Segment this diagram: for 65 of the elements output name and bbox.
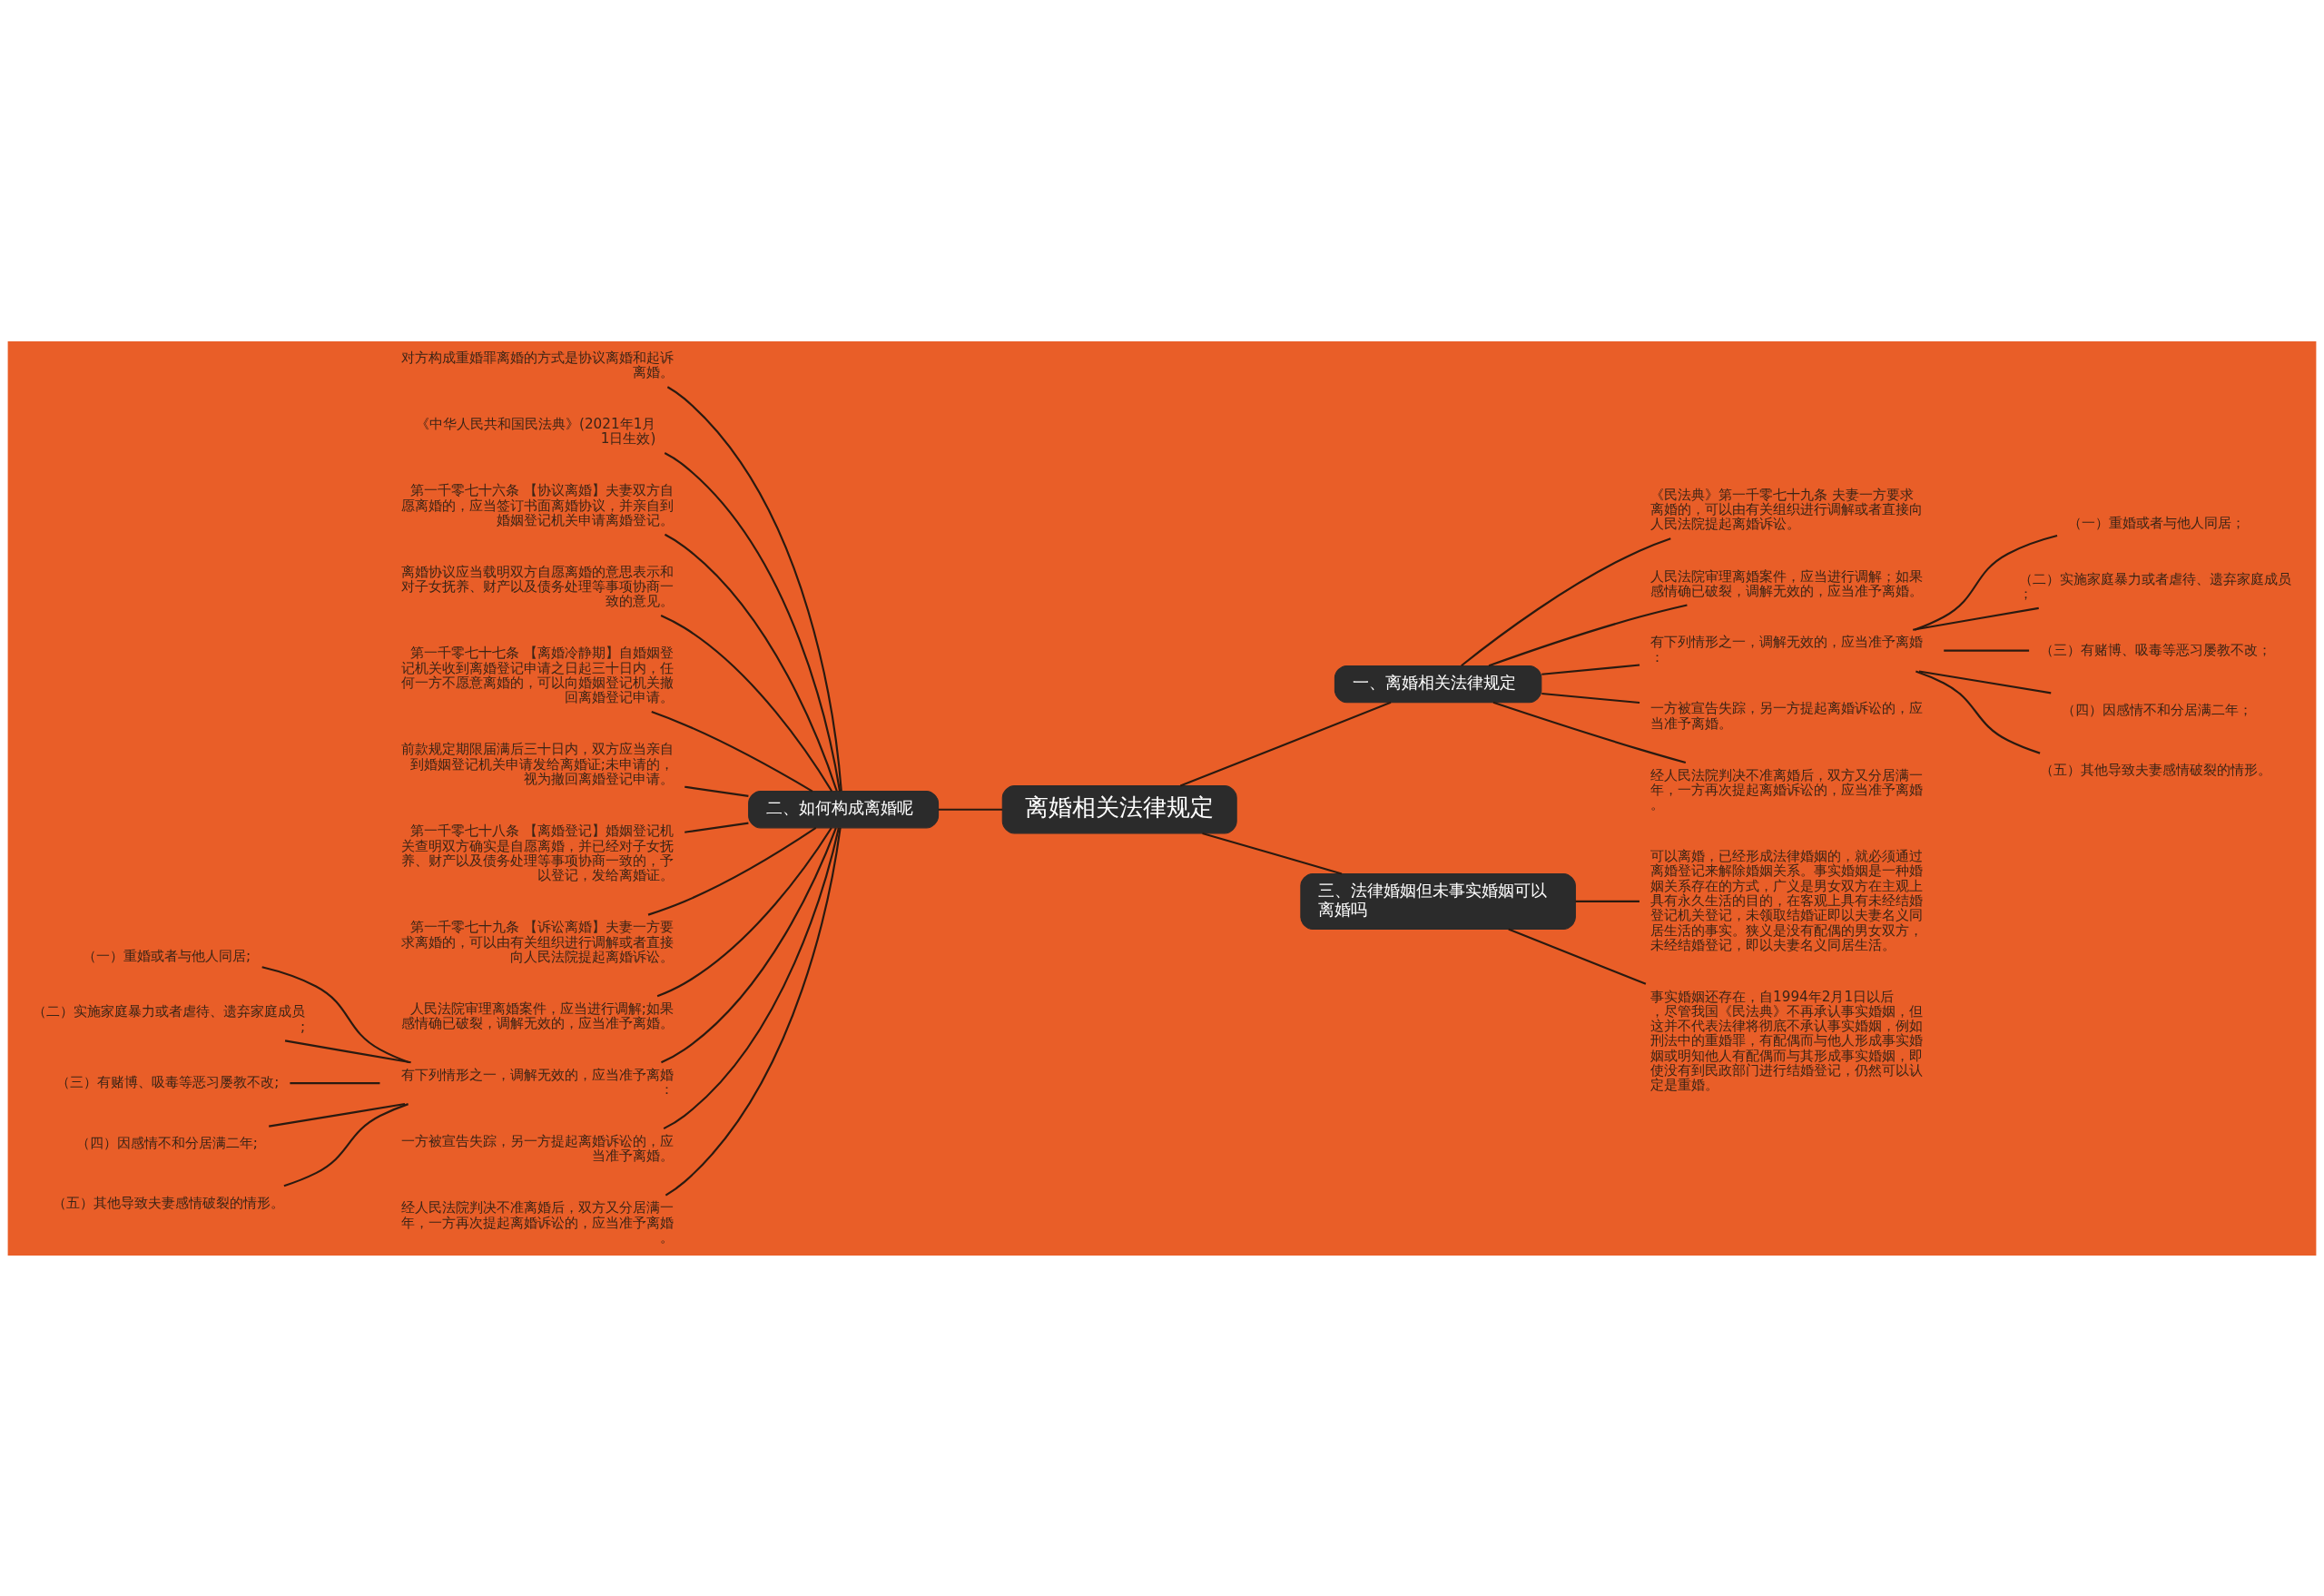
node-text: 人民法院审理离婚案件，应当进行调解；如果感情确已破裂，调解无效的，应当准予离婚。 [1650,567,1924,599]
connector [647,826,817,916]
connector [283,1102,409,1187]
node-box: 二、如何构成离婚呢 [748,790,940,828]
node-text: （三）有赌博、吸毒等恶习屡教不改； [2040,641,2272,658]
connector [290,1081,380,1084]
connector [660,614,833,792]
node-text: （一）重婚或者与他人同居; [83,947,251,964]
node-text: （五）其他导致夫妻感情破裂的情形。 [2040,761,2272,778]
connector [666,385,842,791]
connector [661,827,837,1063]
connector [1918,669,2052,694]
node-text: 可以离婚，已经形成法律婚姻的，就必须通过离婚登记来解除婚姻关系。事实婚姻是一种婚姻关系存在的方式，广义是男女双方在主观上具有永久生活的目的，在客观上具有未经结婚登记机关登记，未领取结婚证即以夫妻名义同居生活的事实。狭义是没有配偶的男女双方，未经结婚登记，即以夫妻名义同居生活。 [1650,847,1924,953]
node-text: （四）因感情不和分居满二年; [75,1134,258,1151]
connector [1541,663,1640,675]
connector [261,965,410,1063]
connector [1202,832,1343,874]
node-text: 离婚协议应当载明双方自愿离婚的意思表示和对子女抚养、财产以及债务处理等事项协商一致的意见。 [400,563,674,609]
connector [656,826,832,997]
node-text: 《民法典》第一千零七十九条 夫妻一方要求离婚的，可以由有关组织进行调解或者直接向人民法院提起离婚诉讼。 [1650,486,1924,532]
connector [1179,701,1392,787]
node-text: 前款规定期限届满后三十日内，双方应当亲自到婚姻登记机关申请发给离婚证;未申请的，视为撤回离婚登记申请。 [400,740,674,787]
connector [663,827,840,1129]
node-text: 一方被宣告失踪，另一方提起离婚诉讼的，应当准予离婚。 [1650,699,1924,732]
node-text: （五）其他导致夫妻感情破裂的情形。 [52,1194,284,1211]
node-text: 《中华人民共和国民法典》(2021年1月1日生效) [416,415,656,447]
node-text: 第一千零七十七条 【离婚冷静期】自婚姻登记机关收到离婚登记申请之日起三十日内，任何一方不愿意离婚的，可以向婚姻登记机关撤回离婚登记申请。 [400,644,674,705]
connector [1913,606,2039,631]
connector [684,785,749,797]
node-text: 有下列情形之一，调解无效的，应当准予离婚： [400,1066,674,1098]
node-text: 对方构成重婚罪离婚的方式是协议离婚和起诉离婚。 [400,349,674,380]
connector [665,827,842,1197]
node-text: 经人民法院判决不准离婚后，双方又分居满一年，一方再次提起离婚诉讼的，应当准予离婚。 [400,1198,674,1246]
node-text: （二）实施家庭暴力或者虐待、遗弃家庭成员; [33,1002,306,1035]
node-text: 有下列情形之一，调解无效的，应当准予离婚： [1650,633,1924,665]
connector [269,1102,406,1128]
connector [1461,537,1671,666]
connector [664,533,838,792]
node-text: 一方被宣告失踪，另一方提起离婚诉讼的，应当准予离婚。 [400,1132,674,1164]
connector [1492,701,1687,764]
node-text: （四）因感情不和分居满二年； [2061,701,2252,718]
connector [938,808,1003,811]
connector [1541,692,1640,704]
node-text: 经人民法院判决不准离婚后，双方又分居满一年，一方再次提起离婚诉讼的，应当准予离婚。 [1650,766,1924,813]
node-text: （三）有赌博、吸毒等恶习屡教不改; [56,1073,280,1090]
connector [664,451,842,792]
node-box: 一、离婚相关法律规定 [1334,665,1542,703]
node-text: 事实婚姻还存在，自1994年2月1日以后，尽管我国《民法典》不再承认事实婚姻，但这并不代表法律将彻底不承认事实婚姻，例如刑法中的重婚罪，有配偶而与他人形成事实婚姻或明知他人有配偶而与其形成事实婚姻，即使没有到民政部门进行结婚登记，仍然可以认定是重婚。 [1650,988,1924,1093]
node-text: 第一千零七十六条 【协议离婚】夫妻双方自愿离婚的，应当签订书面离婚协议，并亲自到婚姻登记机关申请离婚登记。 [400,481,674,528]
node-text: （二）实施家庭暴力或者虐待、遗弃家庭成员； [2018,570,2291,602]
connector [1944,648,2030,652]
connector [684,822,749,833]
node-box: 三、法律婚姻但未事实婚姻可以离婚吗 [1300,872,1576,930]
node-text: （一）重婚或者与他人同居； [2068,514,2246,531]
connector [1914,534,2058,631]
connector [284,1039,411,1063]
connector [1508,927,1647,985]
node-text: 第一千零七十八条 【离婚登记】婚姻登记机关查明双方确实是自愿离婚，并已经对子女抚养、财产以及债务处理等事项协商一致的，予以登记，发给离婚证。 [400,822,674,883]
connector [1915,670,2041,754]
connector [1575,900,1640,902]
connector [1488,603,1688,666]
node-box: 离婚相关法律规定 [1001,784,1237,833]
node-text: 第一千零七十九条 【诉讼离婚】夫妻一方要求离婚的，可以由有关组织进行调解或者直接向人民法院提起离婚诉讼。 [400,918,674,965]
node-text: 人民法院审理离婚案件，应当进行调解;如果感情确已破裂，调解无效的，应当准予离婚。 [400,1000,674,1031]
connector [651,710,813,792]
